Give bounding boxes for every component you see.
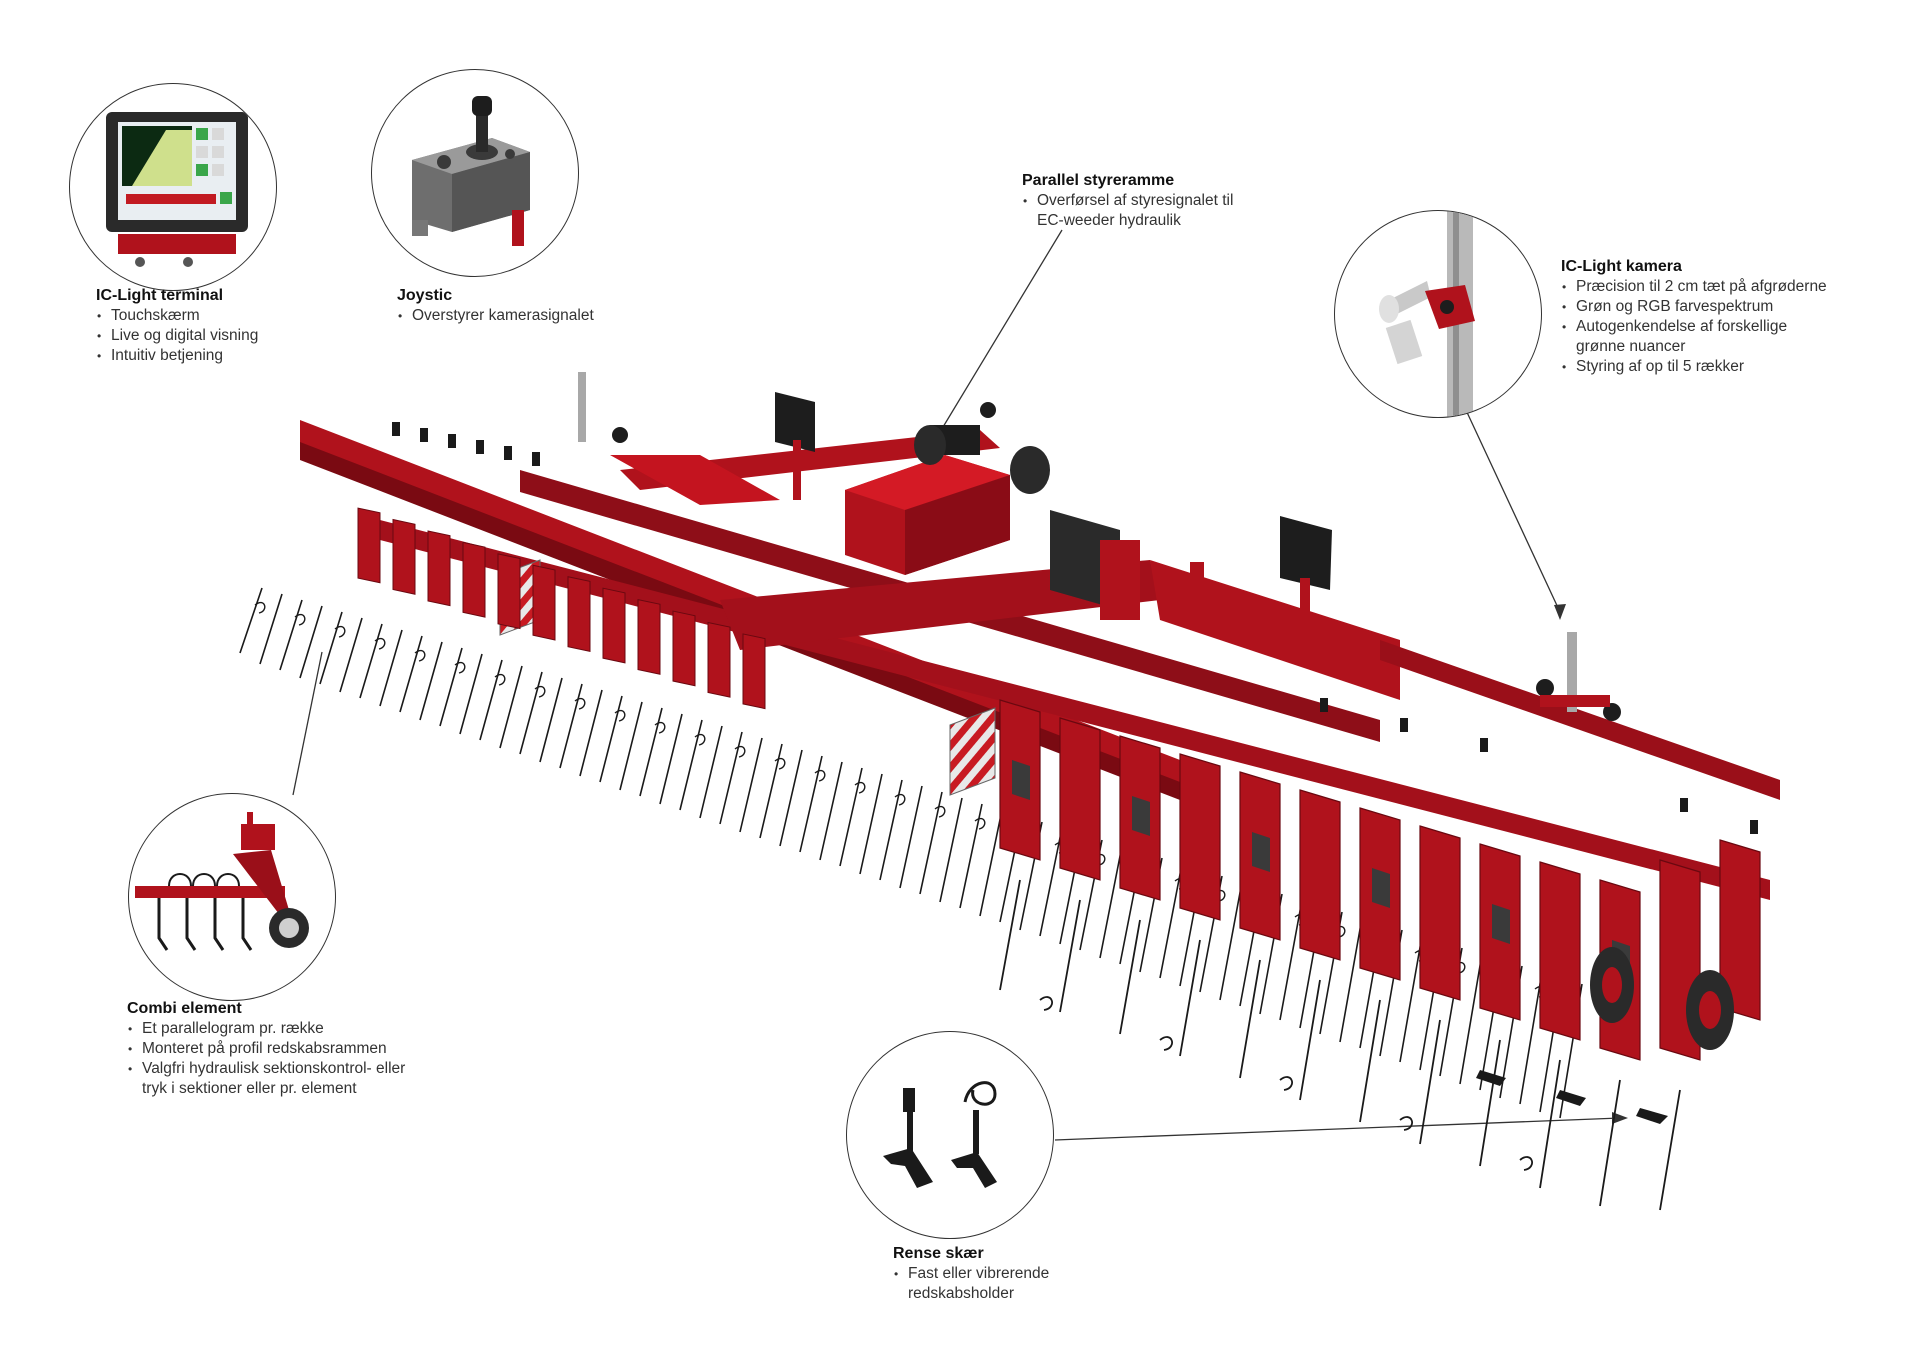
joystick-detail-circle — [371, 69, 579, 277]
callout-combi-element: Combi element Et parallelogram pr. række… — [127, 999, 447, 1099]
callout-item: Fast eller vibrerende — [893, 1264, 1113, 1284]
callout-item: tryk i sektioner eller pr. element — [142, 1080, 357, 1097]
callout-item: Monteret på profil redskabsrammen — [127, 1039, 447, 1059]
callout-item: Styring af op til 5 rækker — [1561, 357, 1861, 377]
terminal-detail-circle — [69, 83, 277, 291]
callout-title: Joystic — [397, 287, 453, 304]
callout-item: Live og digital visning — [96, 326, 326, 346]
callout-parallel-styreramme: Parallel styreramme Overførsel af styres… — [1022, 171, 1272, 231]
callout-title: Combi element — [127, 1000, 242, 1017]
callout-item: Valgfri hydraulisk sektionskontrol- elle… — [127, 1059, 447, 1079]
main-frame — [300, 420, 1780, 900]
callout-ic-light-terminal: IC-Light terminal Touchskærm Live og dig… — [96, 286, 326, 366]
hazard-plate-center — [949, 707, 996, 796]
callout-joystic: Joystic Overstyrer kamerasignalet — [397, 286, 637, 326]
combi-element-detail-circle — [128, 793, 336, 1001]
camera-posts — [578, 372, 1621, 721]
tine-rows — [239, 587, 1583, 1119]
callout-item: Intuitiv betjening — [96, 346, 326, 366]
callout-item: Overførsel af styresignalet til — [1022, 191, 1272, 211]
cleaning-blades — [1476, 1070, 1668, 1124]
depth-wheels — [1590, 947, 1734, 1050]
callout-title: IC-Light kamera — [1561, 258, 1682, 275]
callout-item: Grøn og RGB farvespektrum — [1561, 297, 1861, 317]
callout-title: Rense skær — [893, 1245, 984, 1262]
callout-title: Parallel styreramme — [1022, 172, 1175, 189]
callout-ic-light-kamera: IC-Light kamera Præcision til 2 cm tæt p… — [1561, 257, 1861, 377]
parallelogram-units-left — [357, 507, 766, 710]
callout-rense-skaer: Rense skær Fast eller vibrerende redskab… — [893, 1244, 1113, 1304]
center-block — [845, 402, 1140, 620]
callout-title: IC-Light terminal — [96, 287, 224, 304]
camera-detail-circle — [1334, 210, 1542, 418]
cleaning-blade-detail-circle — [846, 1031, 1054, 1239]
callout-item: Touchskærm — [96, 306, 326, 326]
callout-item: grønne nuancer — [1576, 338, 1686, 355]
leader-lines — [292, 229, 1621, 1141]
callout-item: Overstyrer kamerasignalet — [397, 306, 637, 326]
callout-item: Et parallelogram pr. række — [127, 1019, 447, 1039]
callout-item: Præcision til 2 cm tæt på afgrøderne — [1561, 277, 1861, 297]
callout-item: Autogenkendelse af forskellige — [1561, 317, 1861, 337]
callout-item: redskabsholder — [908, 1285, 1014, 1302]
callout-item: EC-weeder hydraulik — [1037, 212, 1181, 229]
